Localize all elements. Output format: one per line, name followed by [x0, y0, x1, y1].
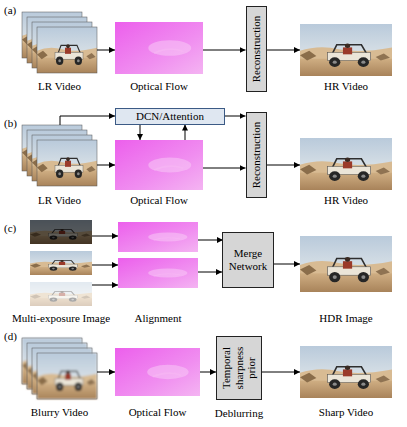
- subfigure-label: (a): [4, 4, 16, 17]
- caption: LR Video: [38, 80, 81, 93]
- exposure-images: [30, 220, 92, 306]
- arrow: [198, 272, 222, 273]
- image-panel: Sharp Video: [300, 346, 392, 398]
- image-panel: Optical Flow: [115, 348, 200, 396]
- video-frames: [22, 338, 97, 399]
- caption: Optical Flow: [129, 406, 187, 419]
- caption: HDR Image: [319, 312, 372, 325]
- image-panel: Optical Flow: [115, 140, 203, 190]
- caption: Deblurring: [215, 407, 263, 420]
- image-panel: HR Video: [300, 138, 392, 190]
- arrow: [185, 125, 186, 141]
- arrow: [140, 125, 141, 141]
- video-frames: [22, 125, 97, 186]
- process-box: Reconstruction: [246, 6, 267, 92]
- subfigure-label: (c): [4, 222, 16, 235]
- box-label: Merge Network: [227, 247, 269, 272]
- image-panel: HDR Image: [300, 236, 392, 292]
- arrow: [203, 168, 246, 169]
- flow-map: [118, 258, 198, 288]
- arrow: [203, 50, 246, 51]
- arrow: [97, 372, 115, 373]
- flow-map: [115, 140, 203, 190]
- subfigure-label: (d): [4, 330, 17, 343]
- video-frames: [22, 12, 97, 73]
- arrow: [262, 372, 300, 373]
- image-panel: Multi-exposure Image: [30, 220, 92, 306]
- box-label: Reconstruction: [250, 122, 263, 189]
- image-panel: Optical Flow: [115, 22, 203, 74]
- flow-map: [118, 222, 198, 252]
- box-label: Reconstruction: [250, 16, 263, 83]
- arrow: [97, 165, 115, 166]
- caption: Blurry Video: [31, 406, 89, 419]
- flow-map: [115, 348, 200, 396]
- caption: Sharp Video: [319, 406, 373, 419]
- output-image: [300, 24, 392, 76]
- box-label: DCN/Attention: [136, 110, 204, 123]
- output-image: [300, 138, 392, 190]
- arrow: [274, 264, 300, 265]
- wire: [92, 236, 223, 285]
- arrow: [267, 50, 301, 51]
- image-panel: LR Video: [22, 125, 97, 186]
- caption: HR Video: [324, 194, 368, 207]
- image-panel: HR Video: [300, 24, 392, 76]
- arrow: [92, 265, 118, 266]
- process-box: Merge Network: [222, 232, 274, 288]
- caption: Optical Flow: [130, 194, 188, 207]
- image-panel: Blurry Video: [22, 338, 97, 399]
- caption: HR Video: [324, 80, 368, 93]
- arrow: [225, 116, 246, 117]
- caption: Optical Flow: [130, 80, 188, 93]
- process-box: Reconstruction: [246, 112, 267, 198]
- flow-map: [115, 22, 203, 74]
- arrow: [97, 50, 115, 51]
- caption: Alignment: [134, 312, 181, 325]
- image-panel: LR Video: [22, 12, 97, 73]
- image-panel: Alignment: [118, 222, 198, 288]
- subfigure-label: (b): [4, 117, 17, 130]
- caption: Multi-exposure Image: [12, 312, 110, 325]
- caption: LR Video: [38, 194, 81, 207]
- output-image: [300, 236, 392, 292]
- box-label: Temporal sharpness prior: [220, 341, 258, 395]
- arrow: [60, 116, 115, 125]
- arrow: [267, 165, 301, 166]
- process-box: DCN/Attention: [115, 108, 225, 125]
- output-image: [300, 346, 392, 398]
- process-box: Temporal sharpness priorDeblurring: [216, 336, 262, 400]
- arrow: [200, 372, 216, 373]
